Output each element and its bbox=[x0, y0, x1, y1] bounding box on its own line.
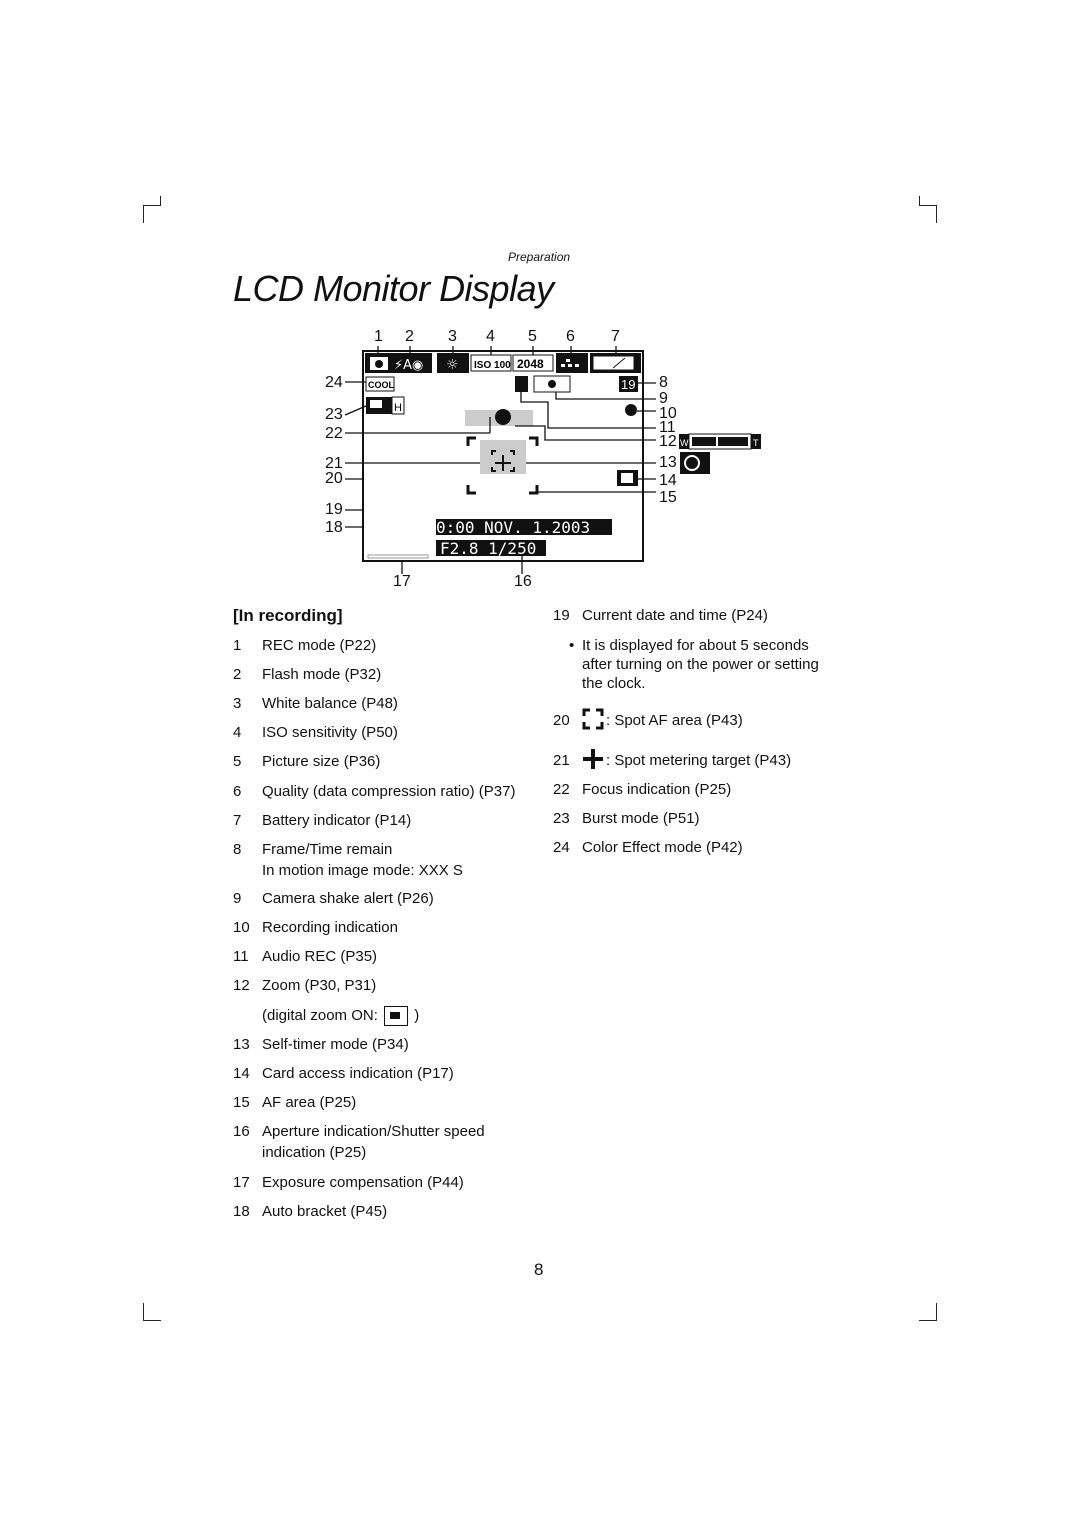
frame-remain-text: 19 bbox=[621, 377, 635, 392]
crop-mark bbox=[919, 1320, 937, 1321]
callout-17: 17 bbox=[393, 573, 411, 590]
callout-8: 8 bbox=[659, 374, 668, 391]
frame-remain-bg bbox=[619, 376, 638, 392]
list-item-sub: (digital zoom ON: ) bbox=[262, 1006, 419, 1027]
date-time-text: 0:00 NOV. 1.2003 bbox=[436, 518, 590, 537]
callout-24: 24 bbox=[325, 374, 343, 391]
rec-dot-icon bbox=[625, 404, 637, 416]
mic-icon bbox=[515, 376, 528, 392]
callout-15: 15 bbox=[659, 489, 677, 506]
callout-12: 12 bbox=[659, 433, 677, 450]
spot-metering-target-icon bbox=[582, 748, 604, 770]
lcd-diagram: ⚡A◉ ☼ ISO 100 2048 COOL H 19 bbox=[320, 325, 770, 595]
spot-metering-icon bbox=[495, 455, 511, 471]
crop-mark bbox=[160, 196, 161, 205]
callout-5: 5 bbox=[528, 328, 537, 345]
crop-mark bbox=[143, 205, 144, 223]
spot-af-icon bbox=[582, 708, 604, 730]
page-title: LCD Monitor Display bbox=[233, 268, 554, 309]
callout-23: 23 bbox=[325, 406, 343, 423]
callout-2: 2 bbox=[405, 328, 414, 345]
callout-18: 18 bbox=[325, 519, 343, 536]
callout-13: 13 bbox=[659, 454, 677, 471]
aperture-text: F2.8 1/250 bbox=[440, 539, 536, 558]
callout-7: 7 bbox=[611, 328, 620, 345]
exposure-bar bbox=[367, 554, 429, 559]
callout-6: 6 bbox=[566, 328, 575, 345]
leader-lines bbox=[344, 346, 656, 574]
af-area-brackets bbox=[466, 436, 539, 495]
section-heading: [In recording] bbox=[233, 606, 343, 625]
digital-zoom-icon bbox=[384, 1006, 409, 1027]
picture-size-text: 2048 bbox=[517, 357, 544, 371]
color-effect-box bbox=[365, 376, 395, 392]
color-effect-text: COOL bbox=[368, 380, 395, 390]
aperture-bg bbox=[436, 540, 546, 556]
date-time-bg bbox=[436, 519, 612, 535]
sun-icon: ☼ bbox=[446, 357, 459, 373]
crop-mark bbox=[143, 1303, 144, 1321]
callout-9: 9 bbox=[659, 390, 668, 407]
quality-icon-bg bbox=[556, 353, 588, 373]
spot-af-brackets bbox=[491, 450, 515, 472]
zoom-t-label: T bbox=[753, 438, 759, 448]
focus-indicator-icon bbox=[495, 409, 511, 425]
callout-14: 14 bbox=[659, 472, 677, 489]
callout-10: 10 bbox=[659, 405, 677, 422]
crop-mark bbox=[919, 196, 920, 205]
zoom-w-label: W bbox=[680, 438, 689, 448]
crop-mark bbox=[143, 1320, 161, 1321]
crop-mark bbox=[919, 205, 937, 206]
callout-3: 3 bbox=[448, 328, 457, 345]
callout-22: 22 bbox=[325, 425, 343, 442]
burst-text: H bbox=[394, 402, 402, 414]
callout-4: 4 bbox=[486, 328, 495, 345]
callout-16: 16 bbox=[514, 573, 532, 590]
white-balance-icon-bg bbox=[437, 353, 469, 373]
crop-mark bbox=[936, 205, 937, 223]
flash-icon: ⚡A◉ bbox=[394, 358, 423, 373]
callout-19: 19 bbox=[325, 501, 343, 518]
callout-11: 11 bbox=[659, 419, 676, 436]
callout-20: 20 bbox=[325, 470, 343, 487]
crop-mark bbox=[143, 205, 161, 206]
zoom-w-box bbox=[679, 434, 689, 449]
lcd-diagram-svg: ⚡A◉ ☼ ISO 100 2048 COOL H 19 bbox=[344, 346, 761, 574]
section-label: Preparation bbox=[508, 250, 571, 264]
zoom-t-box bbox=[751, 434, 761, 449]
callout-1: 1 bbox=[374, 328, 383, 345]
iso-text: ISO 100 bbox=[474, 360, 511, 371]
page-number: 8 bbox=[534, 1260, 544, 1279]
callout-21: 21 bbox=[325, 455, 343, 472]
quality-icon bbox=[566, 359, 570, 362]
crop-mark bbox=[936, 1303, 937, 1321]
